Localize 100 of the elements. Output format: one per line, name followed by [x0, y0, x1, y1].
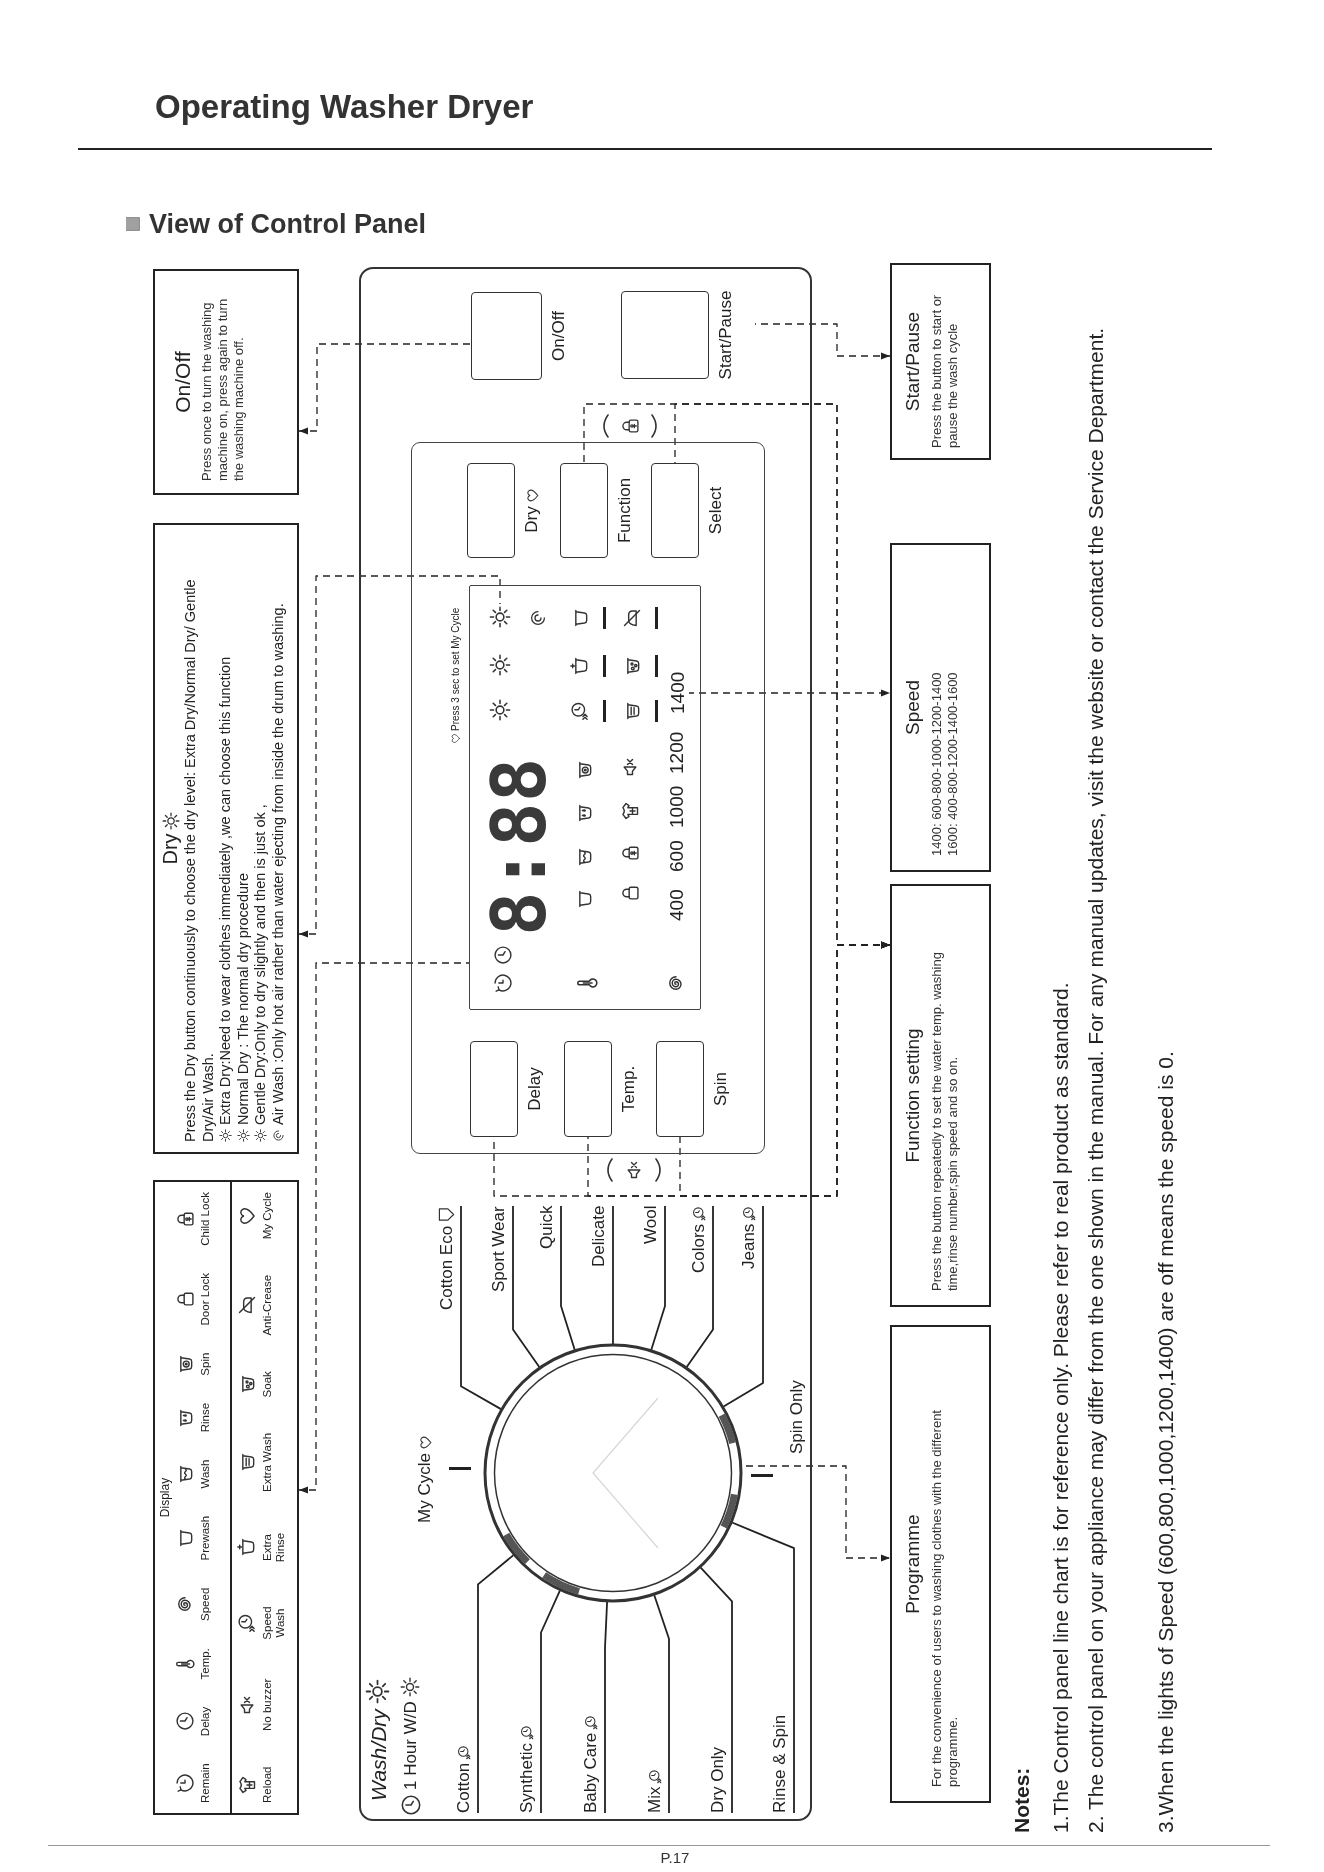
leader-line	[298, 343, 472, 435]
icon-caption: Anti-Crease	[261, 1274, 274, 1336]
program-label: 1 Hour W/D	[401, 1701, 421, 1790]
button-label: Spin	[711, 1072, 730, 1106]
leader-line	[688, 689, 891, 697]
speed-value: 600	[666, 840, 688, 872]
speed-value: 1200	[666, 731, 688, 774]
control-panel	[359, 267, 812, 1821]
callout-box	[890, 884, 991, 1307]
program-label: My Cycle	[415, 1453, 435, 1523]
program-dial	[483, 1343, 743, 1603]
icon-caption: Extra Wash	[261, 1432, 274, 1492]
callout-box	[153, 523, 299, 1154]
section-heading: View of Control Panel	[149, 208, 427, 240]
callout-heading: Speed	[902, 680, 923, 735]
guide-line	[477, 1554, 515, 1814]
callout-text: Press the button repeatedly to set the water temp. washing time,rinse number,spin speed and so on.	[929, 951, 961, 1291]
speed-value: 400	[666, 889, 688, 921]
notes-heading: Notes:	[1009, 1767, 1034, 1833]
callout-text: Press once to turn the washing machine on, press again to turn the washing machine off.	[199, 297, 247, 481]
icon-caption: Temp.	[199, 1648, 212, 1680]
program-label: Synthetic	[517, 1743, 536, 1813]
button-label: Start/Pause	[716, 290, 735, 380]
callout-heading: Dry	[159, 833, 181, 865]
icon-caption: Soak	[261, 1371, 274, 1398]
digit-readout: 8:88	[482, 757, 556, 936]
program-label: Cotton Eco	[437, 1225, 456, 1310]
icon-caption: Rinse	[199, 1402, 212, 1433]
button-label: On/Off	[549, 311, 568, 361]
program-label: Cotton	[454, 1762, 473, 1813]
callout-text: Normal Dry : The normal dry procedure	[234, 873, 251, 1125]
icon-caption: Remain	[199, 1763, 212, 1803]
page-number: P.17	[660, 1849, 690, 1867]
button-panel	[411, 442, 765, 1154]
guide-line	[650, 1205, 666, 1351]
icon-caption: My Cycle	[261, 1192, 274, 1240]
lcd-display	[469, 585, 701, 1010]
guide-line	[699, 1566, 733, 1814]
callout-heading: On/Off	[171, 351, 194, 413]
guide-line	[512, 1205, 541, 1368]
icon-caption: No buzzer	[261, 1678, 274, 1731]
icon-caption: Child Lock	[199, 1192, 212, 1246]
leader-line	[674, 403, 891, 949]
callout-text: Extra Dry:Need to wear clothes immediately ,we can choose this function	[217, 656, 233, 1125]
icon-caption: Speed	[199, 1587, 212, 1621]
button-label: Function	[615, 477, 634, 544]
guide-line	[653, 1594, 670, 1814]
icon-caption: Speed Wash	[261, 1605, 287, 1642]
callout-text: 1400: 600-800-1000-1200-1400	[929, 671, 945, 856]
button-label: Select	[706, 486, 725, 535]
guide-line	[612, 1205, 614, 1345]
icon-caption: Delay	[199, 1706, 212, 1737]
callout-text: For the convenience of users to washing clothes with the different programme.	[929, 1409, 961, 1787]
callout-box	[153, 269, 299, 495]
guide-line	[685, 1205, 714, 1368]
program-label: Jeans	[739, 1223, 758, 1269]
note-text: 3.When the lights of Speed (600,800,1000,1200,1400) are off means the speed is 0.	[1153, 1051, 1178, 1833]
leader-line	[298, 962, 470, 1494]
callout-heading: Start/Pause	[902, 311, 923, 412]
icon-caption: Wash	[199, 1459, 212, 1489]
program-label: Sport Wear	[489, 1206, 508, 1292]
icon-caption: Reload	[261, 1766, 274, 1803]
callout-heading: Function setting	[902, 1028, 923, 1163]
callout-box	[153, 1180, 299, 1815]
note-text: 1.The Control panel line chart is for reference only. Please refer to real product as standard.	[1048, 982, 1073, 1833]
icon-caption: Prewash	[199, 1515, 212, 1561]
program-label: Delicate	[589, 1205, 608, 1267]
guide-line	[540, 1589, 561, 1814]
program-label: Rinse & Spin	[770, 1714, 789, 1813]
guide-line	[560, 1205, 576, 1351]
panel-heading: Wash/Dry	[367, 1709, 391, 1801]
leader-line	[754, 323, 891, 360]
button-label: Dry	[522, 506, 541, 533]
callout-text: Press the button to start or pause the wash cycle	[929, 293, 961, 448]
program-label: Quick	[537, 1205, 556, 1249]
program-label: Dry Only	[708, 1746, 727, 1813]
button-label: Temp.	[619, 1065, 638, 1113]
note-text: 2. The control panel on your appliance may differ from the one shown in the manual. For any manual updates, visit the website or contact the Service Department.	[1083, 327, 1108, 1833]
button-label: Delay	[525, 1067, 544, 1111]
callout-text: Gentle Dry:Only to dry slightly and then is just ok ,	[252, 804, 268, 1125]
guide-line	[604, 1601, 608, 1814]
callout-box	[890, 263, 991, 460]
program-label: Colors	[689, 1223, 708, 1273]
callout-text: Press the Dry button continuously to choose the dry level: Extra Dry/Normal Dry/ Gentle Dry/Air Wash.	[182, 578, 217, 1142]
program-label: Mix	[645, 1786, 664, 1813]
leader-line	[298, 575, 501, 938]
guide-line	[722, 1205, 764, 1408]
callout-box	[890, 543, 991, 872]
program-label: Spin Only	[787, 1380, 807, 1454]
callout-text: Air Wash :Only hot air rather than water ejecting from inside the drum to washing.	[269, 603, 286, 1125]
callout-text: 1600: 400-800-1200-1400-1600	[945, 671, 961, 856]
icon-caption: Spin	[199, 1352, 212, 1376]
page-title: Operating Washer Dryer	[155, 88, 534, 126]
program-label: Baby Care	[581, 1732, 600, 1813]
program-label: Wool	[641, 1205, 660, 1244]
callout-box	[890, 1325, 991, 1803]
callout-heading: Display	[158, 1477, 172, 1518]
hint-text: Press 3 sec to set My Cycle	[450, 607, 462, 731]
speed-value: 1400	[667, 671, 689, 714]
icon-caption: Door Lock	[199, 1273, 212, 1326]
